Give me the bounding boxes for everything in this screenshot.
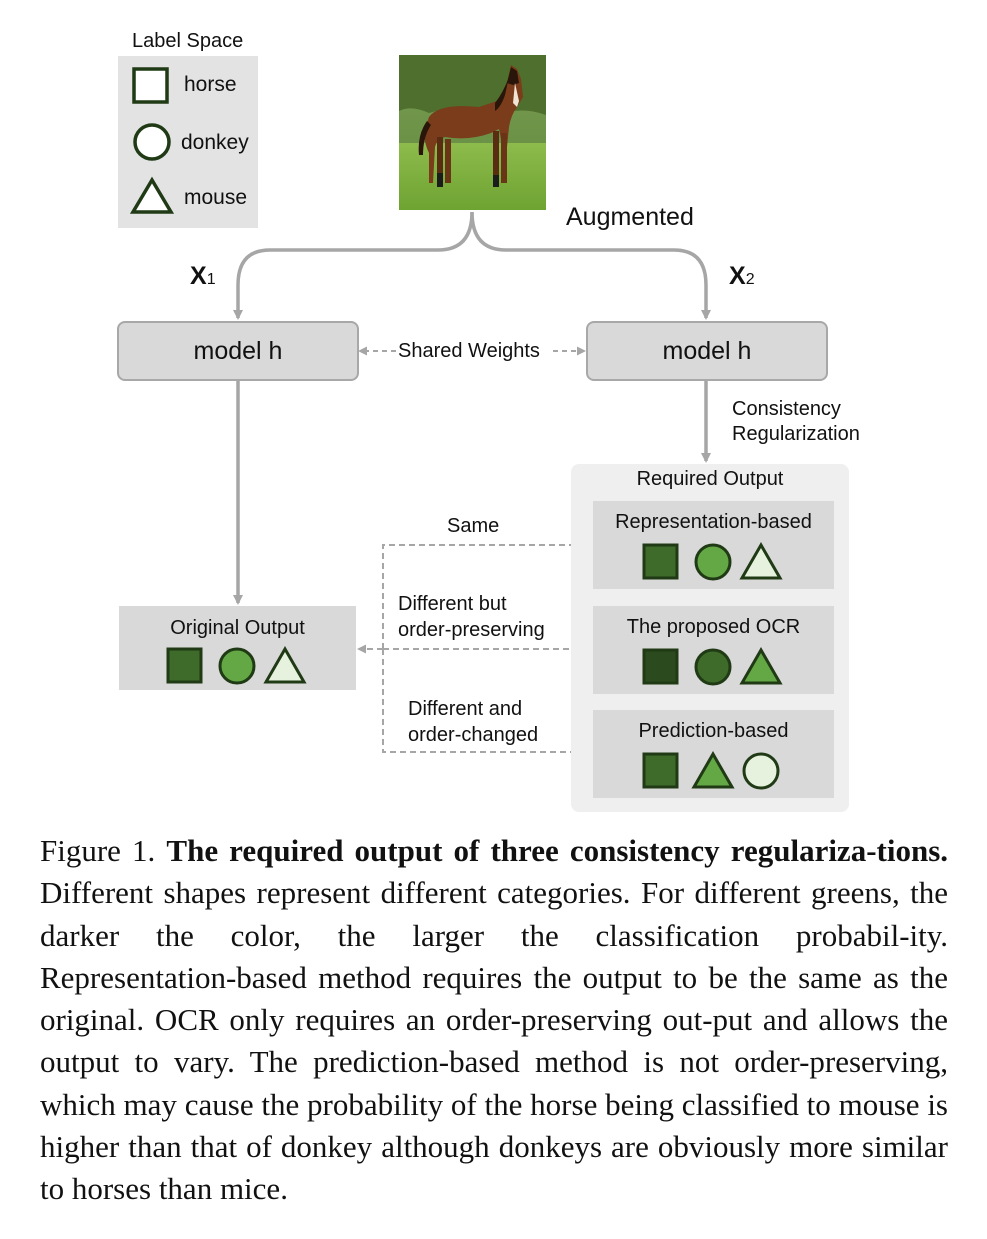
consistency-label-line1: Consistency: [732, 398, 841, 420]
square-icon: [166, 647, 203, 684]
circle-icon: [694, 543, 732, 581]
order-changed-dashed-arrow: [382, 649, 594, 757]
legend-square-icon: [132, 67, 169, 104]
order-changed-label-line2: order-changed: [408, 724, 539, 746]
circle-icon: [742, 752, 780, 790]
circle-icon: [694, 648, 732, 686]
representation-shapes: [642, 542, 783, 581]
triangle-icon: [691, 751, 735, 789]
prediction-based-box: Prediction-based: [593, 710, 834, 798]
caption-prefix: Figure 1.: [40, 833, 167, 868]
original-output-shapes: [166, 646, 307, 685]
triangle-icon: [263, 646, 307, 684]
required-output-panel: Required Output Representation-based The…: [571, 464, 849, 812]
caption-body: Different shapes represent different cat…: [40, 875, 948, 1207]
split-arrow-right: [470, 211, 711, 320]
diagram-connectors: [233, 211, 711, 757]
representation-based-box: Representation-based: [593, 501, 834, 589]
model-h-right: model h: [586, 321, 828, 381]
legend-label-donkey: donkey: [181, 131, 249, 154]
augmented-label: Augmented: [566, 203, 694, 231]
legend-label-horse: horse: [184, 73, 237, 96]
square-icon: [642, 648, 679, 685]
same-dashed-arrow: [382, 540, 594, 649]
legend-label-mouse: mouse: [184, 186, 248, 209]
original-output-title: Original Output: [170, 617, 305, 639]
order-preserving-label-line2: order-preserving: [398, 619, 545, 641]
x2-label: X2: [729, 262, 755, 290]
caption-title: The required output of three consistency…: [166, 833, 949, 868]
representation-based-title: Representation-based: [615, 511, 812, 533]
order-preserving-label-line1: Different but: [398, 593, 507, 615]
original-output-box: Original Output: [119, 606, 356, 690]
order-changed-label-line1: Different and: [408, 698, 523, 720]
shared-weights-label: Shared Weights: [398, 340, 540, 362]
prediction-shapes: [642, 751, 780, 790]
proposed-ocr-title: The proposed OCR: [626, 616, 801, 638]
x1-label: X1: [190, 262, 216, 290]
required-output-title: Required Output: [636, 468, 784, 490]
triangle-icon: [739, 647, 783, 685]
horse-photo: [399, 55, 546, 210]
square-icon: [642, 752, 679, 789]
figure-caption: Figure 1. The required output of three c…: [40, 830, 948, 1211]
triangle-icon: [739, 542, 783, 580]
circle-icon: [218, 647, 256, 685]
consistency-label-line2: Regularization: [732, 423, 860, 445]
prediction-based-title: Prediction-based: [638, 720, 789, 742]
square-icon: [642, 543, 679, 580]
label-space-legend: horse donkey mouse: [118, 56, 258, 228]
label-space-title: Label Space: [132, 30, 244, 52]
ocr-shapes: [642, 647, 783, 686]
legend-circle-icon: [133, 123, 171, 161]
split-arrow-left: [233, 211, 474, 320]
legend-triangle-icon: [129, 176, 175, 214]
same-label: Same: [447, 515, 500, 537]
legend-shapes: [129, 67, 175, 214]
proposed-ocr-box: The proposed OCR: [593, 606, 834, 694]
model-h-left: model h: [117, 321, 359, 381]
